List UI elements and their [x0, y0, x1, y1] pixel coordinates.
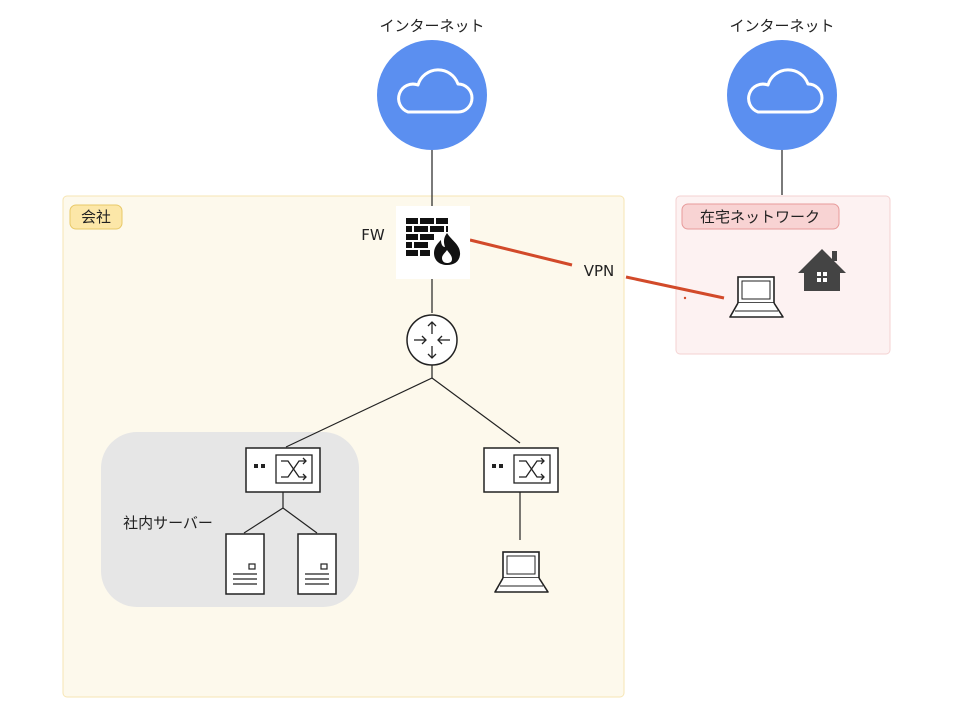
switch-icon	[483, 447, 559, 493]
firewall-icon	[396, 206, 470, 279]
vpn-label: VPN	[584, 262, 615, 280]
company-tag: 会社	[69, 204, 123, 230]
router-switch-left-link	[285, 377, 433, 448]
server-icon	[225, 533, 265, 595]
laptop-icon	[729, 276, 784, 318]
router-switch-right-link	[431, 377, 521, 444]
router-icon	[406, 314, 458, 366]
internet-left-label: インターネット	[379, 17, 484, 35]
cloud-icon	[377, 40, 487, 150]
server-group-label: 社内サーバー	[123, 514, 213, 532]
vpn-link	[469, 238, 725, 300]
home-network-tag: 在宅ネットワーク	[681, 203, 840, 230]
home-network-label: 在宅ネットワーク	[700, 208, 820, 226]
switch-icon	[245, 447, 321, 493]
server-icon	[297, 533, 337, 595]
switch-server1-link	[243, 507, 284, 534]
connection-lines	[243, 149, 783, 540]
company-label: 会社	[81, 208, 111, 226]
house-icon	[798, 249, 846, 291]
internet-right-label: インターネット	[729, 17, 834, 35]
home-network-zone	[675, 195, 891, 355]
cloud-icon	[727, 40, 837, 150]
firewall-label: FW	[361, 226, 385, 244]
switch-server2-link	[282, 507, 318, 534]
laptop-icon	[494, 551, 549, 593]
